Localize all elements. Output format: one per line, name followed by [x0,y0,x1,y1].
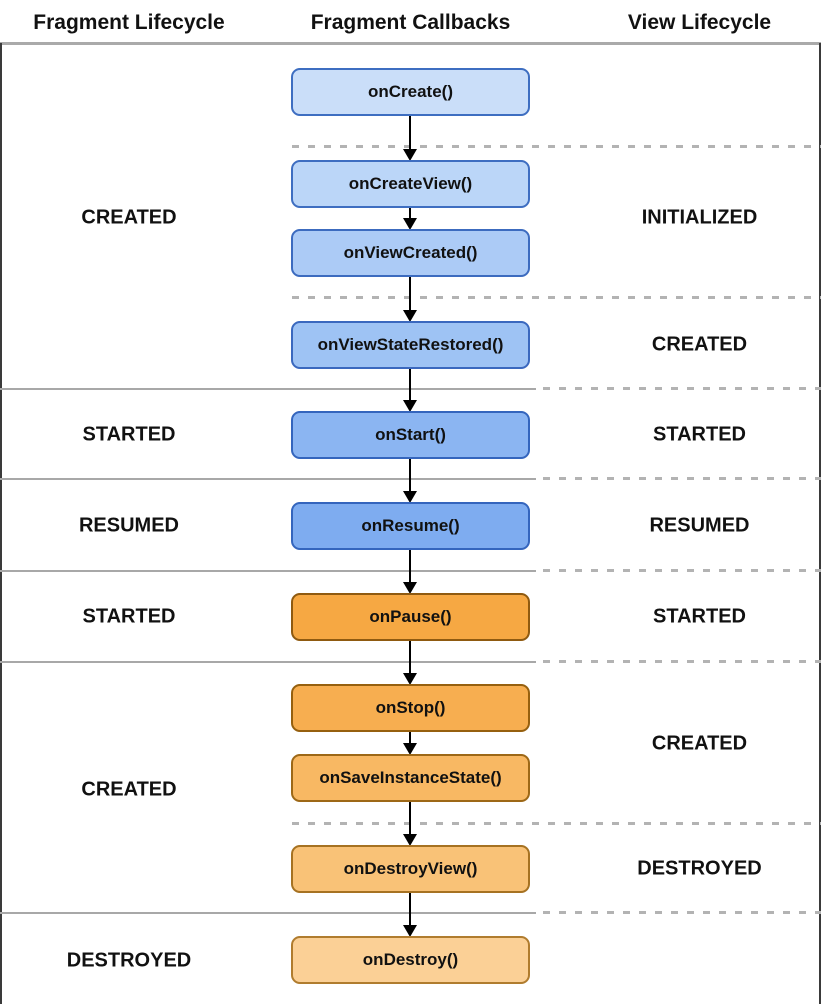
callback-label: onViewCreated() [343,243,478,262]
callback-label: onCreateView() [348,174,473,193]
callback-label: onSaveInstanceState() [319,768,502,787]
callback-label: onCreate() [367,82,453,101]
view-state-separator [543,911,821,914]
view-state-resumed-3: RESUMED [649,514,750,537]
callback-box-onstart: onStart() [291,411,530,459]
fragment-state-started-1: STARTED [82,423,176,446]
arrow-head-icon [403,400,417,412]
view-state-created-5: CREATED [651,732,748,755]
arrow-head-icon [403,491,417,503]
callback-label: onStop() [375,698,446,717]
flow-arrow [402,800,418,846]
view-state-initialized-0: INITIALIZED [641,206,758,229]
header-rule [0,42,821,45]
fragment-state-separator [0,478,536,480]
arrow-head-icon [403,582,417,594]
arrow-shaft [409,114,411,152]
fragment-state-separator [0,570,536,572]
arrow-head-icon [403,310,417,322]
arrow-shaft [409,639,411,676]
view-state-separator [543,660,821,663]
view-state-destroyed-6: DESTROYED [637,857,762,880]
view-state-separator [543,477,821,480]
callback-box-onviewcreated: onViewCreated() [291,229,530,277]
callback-box-oncreateview: onCreateView() [291,160,530,208]
column-header-fragment-lifecycle: Fragment Lifecycle [33,11,225,34]
view-state-separator [292,145,821,148]
arrow-head-icon [403,743,417,755]
callback-label: onViewStateRestored() [317,335,504,354]
fragment-state-separator [0,661,536,663]
callback-box-onresume: onResume() [291,502,530,550]
callback-box-onsaveinstancestate: onSaveInstanceState() [291,754,530,802]
view-state-separator [543,387,821,390]
fragment-state-destroyed-5: DESTROYED [66,949,192,972]
callback-box-ondestroyview: onDestroyView() [291,845,530,893]
flow-arrow [402,206,418,230]
arrow-head-icon [403,834,417,846]
fragment-state-created-4: CREATED [81,778,177,801]
view-state-separator [543,569,821,572]
flow-arrow [402,275,418,322]
column-header-view-lifecycle: View Lifecycle [627,11,772,34]
arrow-shaft [409,206,411,221]
flow-arrow [402,730,418,755]
view-state-created-1: CREATED [651,333,748,356]
arrow-shaft [409,457,411,494]
flow-arrow [402,457,418,503]
fragment-state-started-3: STARTED [82,605,176,628]
view-state-separator [292,822,821,825]
fragment-state-separator [0,388,536,390]
callback-label: onPause() [369,607,452,626]
fragment-state-separator [0,912,536,914]
arrow-shaft [409,800,411,837]
flow-arrow [402,367,418,412]
fragment-state-resumed-2: RESUMED [78,514,179,537]
view-state-separator [292,296,821,299]
arrow-shaft [409,367,411,403]
arrow-head-icon [403,673,417,685]
callback-label: onDestroyView() [343,859,478,878]
callback-label: onDestroy() [362,950,459,969]
view-state-started-4: STARTED [653,605,746,628]
arrow-shaft [409,548,411,585]
flow-arrow [402,114,418,161]
arrow-head-icon [403,149,417,161]
callback-box-onpause: onPause() [291,593,530,641]
callback-label: onResume() [361,516,460,535]
arrow-shaft [409,730,411,746]
flow-arrow [402,639,418,685]
arrow-head-icon [403,925,417,937]
arrow-head-icon [403,218,417,230]
callback-box-onstop: onStop() [291,684,530,732]
flow-arrow [402,548,418,594]
callback-box-onviewstaterestored: onViewStateRestored() [291,321,530,369]
callback-box-ondestroy: onDestroy() [291,936,530,984]
flow-arrow [402,891,418,937]
arrow-shaft [409,891,411,928]
arrow-shaft [409,275,411,313]
callback-box-oncreate: onCreate() [291,68,530,116]
fragment-state-created-0: CREATED [81,206,177,229]
callback-label: onStart() [375,425,446,444]
column-header-fragment-callbacks: Fragment Callbacks [310,11,511,34]
view-state-started-2: STARTED [653,423,746,446]
